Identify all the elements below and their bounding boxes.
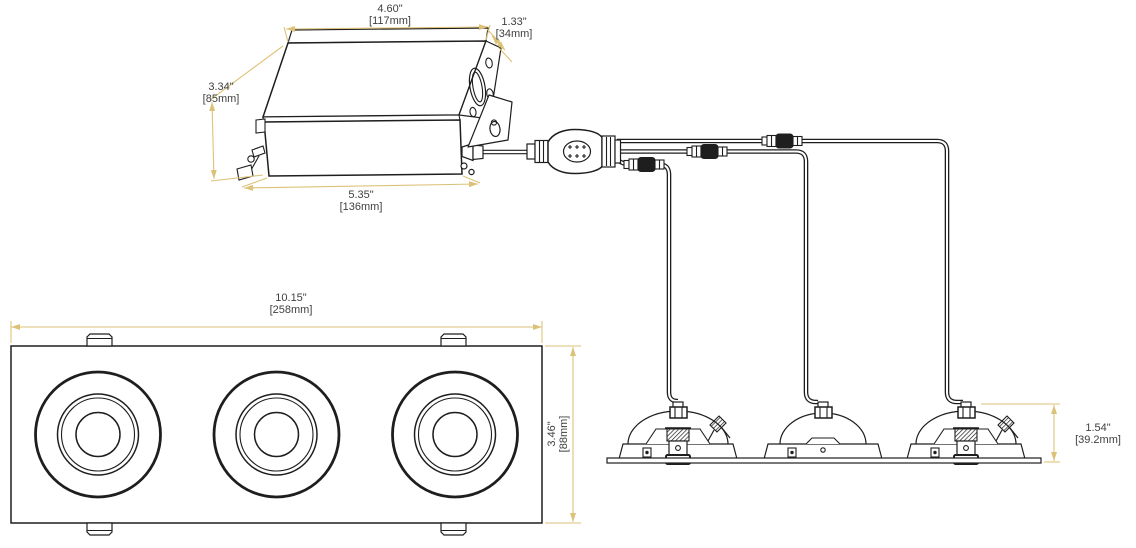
label-box-width-in: 4.60"	[377, 3, 403, 15]
trim-circle-1	[34, 370, 162, 499]
mounting-tab-bottom-2	[440, 522, 467, 536]
dimension-recess-depth	[981, 403, 1060, 463]
label-box-length-mm: [136mm]	[339, 201, 383, 213]
wire-run-1	[613, 156, 678, 404]
mounting-tab-bottom-1	[86, 522, 113, 536]
label-box-width-mm: [117mm]	[369, 15, 411, 27]
label-box-depth-mm: [34mm]	[495, 28, 533, 40]
dimension-box-length	[241, 175, 481, 191]
wire-run-2	[617, 149, 818, 405]
label-fixture-height-mm: [88mm]	[558, 415, 570, 453]
dimension-fixture-height	[545, 345, 581, 524]
label-box-height-in: 3.34"	[208, 81, 234, 93]
dimension-box-depth	[486, 28, 513, 63]
label-fixture-width: 10.15" [258mm]	[270, 292, 313, 316]
inline-connector-wire3	[623, 156, 665, 173]
fixture-side-view	[606, 401, 1042, 465]
dimension-box-width	[283, 24, 491, 43]
label-box-length: 5.35" [136mm]	[340, 189, 383, 213]
junction-box	[236, 27, 529, 181]
inline-connector-wire2	[686, 143, 728, 160]
label-recess-depth-in: 1.54"	[1085, 422, 1111, 434]
trim-circle-3	[391, 370, 519, 499]
label-fixture-width-mm: [258mm]	[269, 304, 313, 316]
dimension-fixture-width	[10, 321, 543, 343]
label-box-depth: 1.33" [34mm]	[496, 16, 533, 40]
label-box-height-mm: [85mm]	[202, 93, 240, 105]
dimension-box-height	[209, 45, 284, 182]
mounting-tab-top-2	[440, 333, 467, 347]
label-recess-depth-mm: [39.2mm]	[1075, 434, 1121, 446]
ceiling-panel-edge	[606, 457, 1042, 464]
label-box-depth-in: 1.33"	[501, 16, 527, 28]
side-light-3	[906, 401, 1026, 465]
trim-circle-2	[212, 370, 341, 499]
fixture-front-view	[10, 333, 543, 536]
label-box-width: 4.60" [117mm]	[369, 3, 411, 27]
label-recess-depth: 1.54" [39.2mm]	[1075, 422, 1121, 446]
label-box-length-in: 5.35"	[348, 189, 374, 201]
inline-connector-wire1	[761, 133, 803, 149]
wire-run-3	[617, 138, 963, 405]
label-fixture-height-in: 3.46"	[546, 421, 558, 447]
label-box-height: 3.34" [85mm]	[203, 81, 240, 105]
side-light-2	[763, 401, 883, 460]
label-fixture-width-in: 10.15"	[275, 292, 307, 304]
side-light-1	[618, 401, 738, 465]
label-fixture-height: 3.46" [88mm]	[546, 416, 570, 453]
splitter-connector	[526, 128, 622, 175]
mounting-tab-top-1	[86, 333, 113, 347]
